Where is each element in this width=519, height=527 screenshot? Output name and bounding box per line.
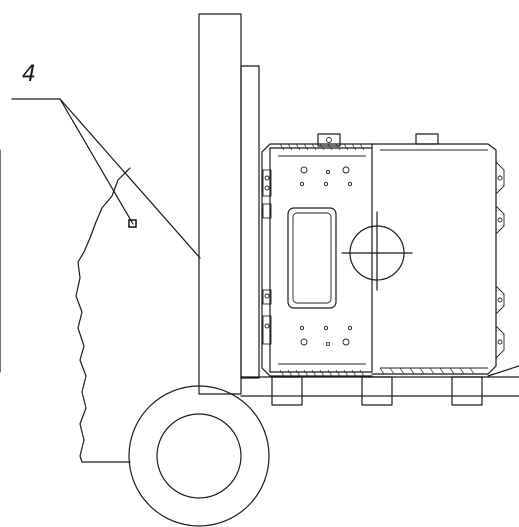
callout-number: 4 xyxy=(22,62,36,87)
container-left-section xyxy=(261,133,373,377)
mast-front xyxy=(198,13,242,395)
pallet-block-1 xyxy=(271,376,303,406)
wheel-outer xyxy=(128,385,270,527)
callout-leader-line-2 xyxy=(59,98,201,259)
wheel-inner xyxy=(156,413,242,499)
callout-marker xyxy=(128,219,137,228)
mast-rear xyxy=(240,65,260,379)
pallet-block-2 xyxy=(361,376,393,406)
center-of-gravity-symbol xyxy=(341,211,413,291)
break-line-region xyxy=(75,167,131,463)
pallet-block-3 xyxy=(451,376,483,406)
container-right-section xyxy=(371,133,505,375)
fork-tip xyxy=(487,365,519,377)
